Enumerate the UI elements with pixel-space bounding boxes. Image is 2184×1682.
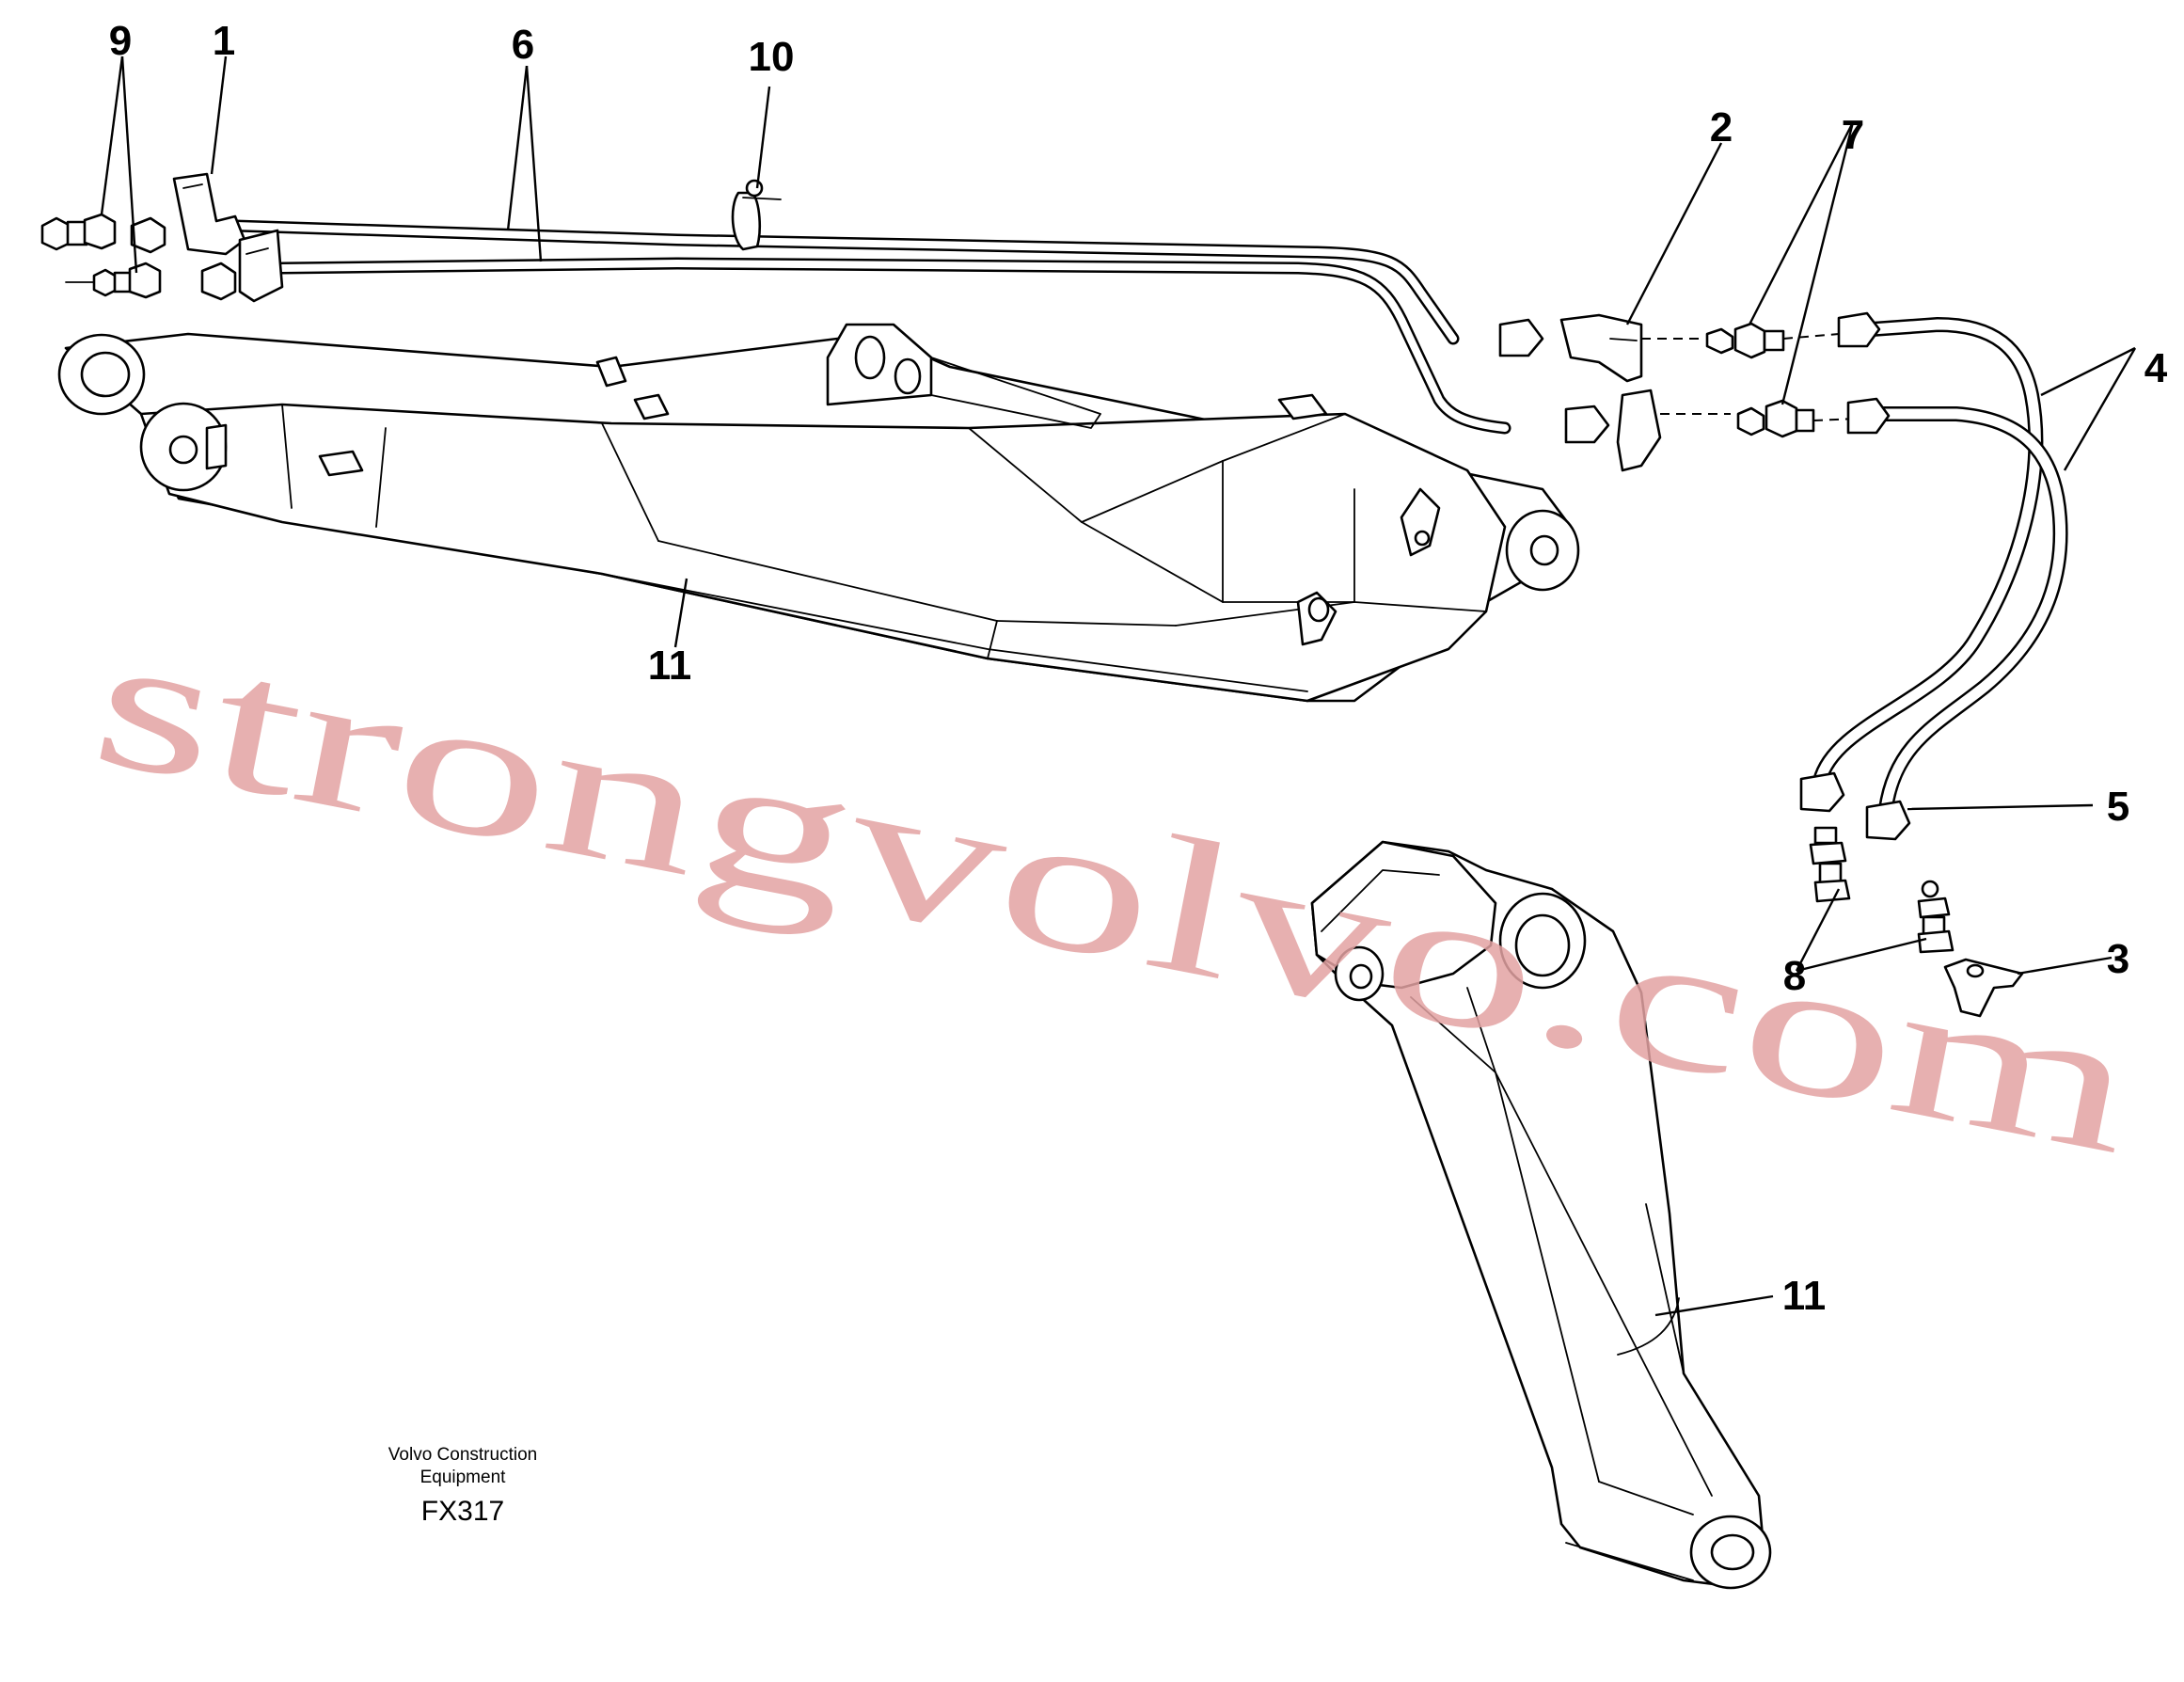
credit-line-2: Equipment xyxy=(420,1468,507,1487)
callout-2: 2 xyxy=(1710,104,1733,151)
callout-11-upper: 11 xyxy=(648,643,692,689)
left-bracket-part xyxy=(172,172,284,303)
right-bracket-part xyxy=(1559,313,1731,472)
lower-arm-part xyxy=(1310,840,1772,1590)
callout-10: 10 xyxy=(749,34,795,80)
hoses-part xyxy=(1812,311,2068,817)
credit-line-1: Volvo Construction xyxy=(388,1445,537,1465)
hose-ends-part xyxy=(1799,771,1911,841)
adapters-part xyxy=(1809,826,1955,954)
steel-pipes-part xyxy=(229,219,1610,444)
callout-8: 8 xyxy=(1783,953,1806,999)
callout-4: 4 xyxy=(2144,345,2168,391)
callout-9: 9 xyxy=(109,18,132,64)
upper-boom-part xyxy=(57,323,1580,703)
leader-lines xyxy=(100,56,2137,1317)
right-fittings-part xyxy=(1705,322,1859,438)
callout-6: 6 xyxy=(512,22,534,68)
callout-11-lower: 11 xyxy=(1782,1273,1827,1319)
left-fittings-part xyxy=(40,213,237,301)
mounting-plate-part xyxy=(1943,958,2024,1018)
figure-code: FX317 xyxy=(421,1496,504,1527)
callout-5: 5 xyxy=(2107,784,2129,830)
callout-7: 7 xyxy=(1842,112,1864,158)
callout-1: 1 xyxy=(213,18,235,64)
callout-3: 3 xyxy=(2107,936,2129,982)
